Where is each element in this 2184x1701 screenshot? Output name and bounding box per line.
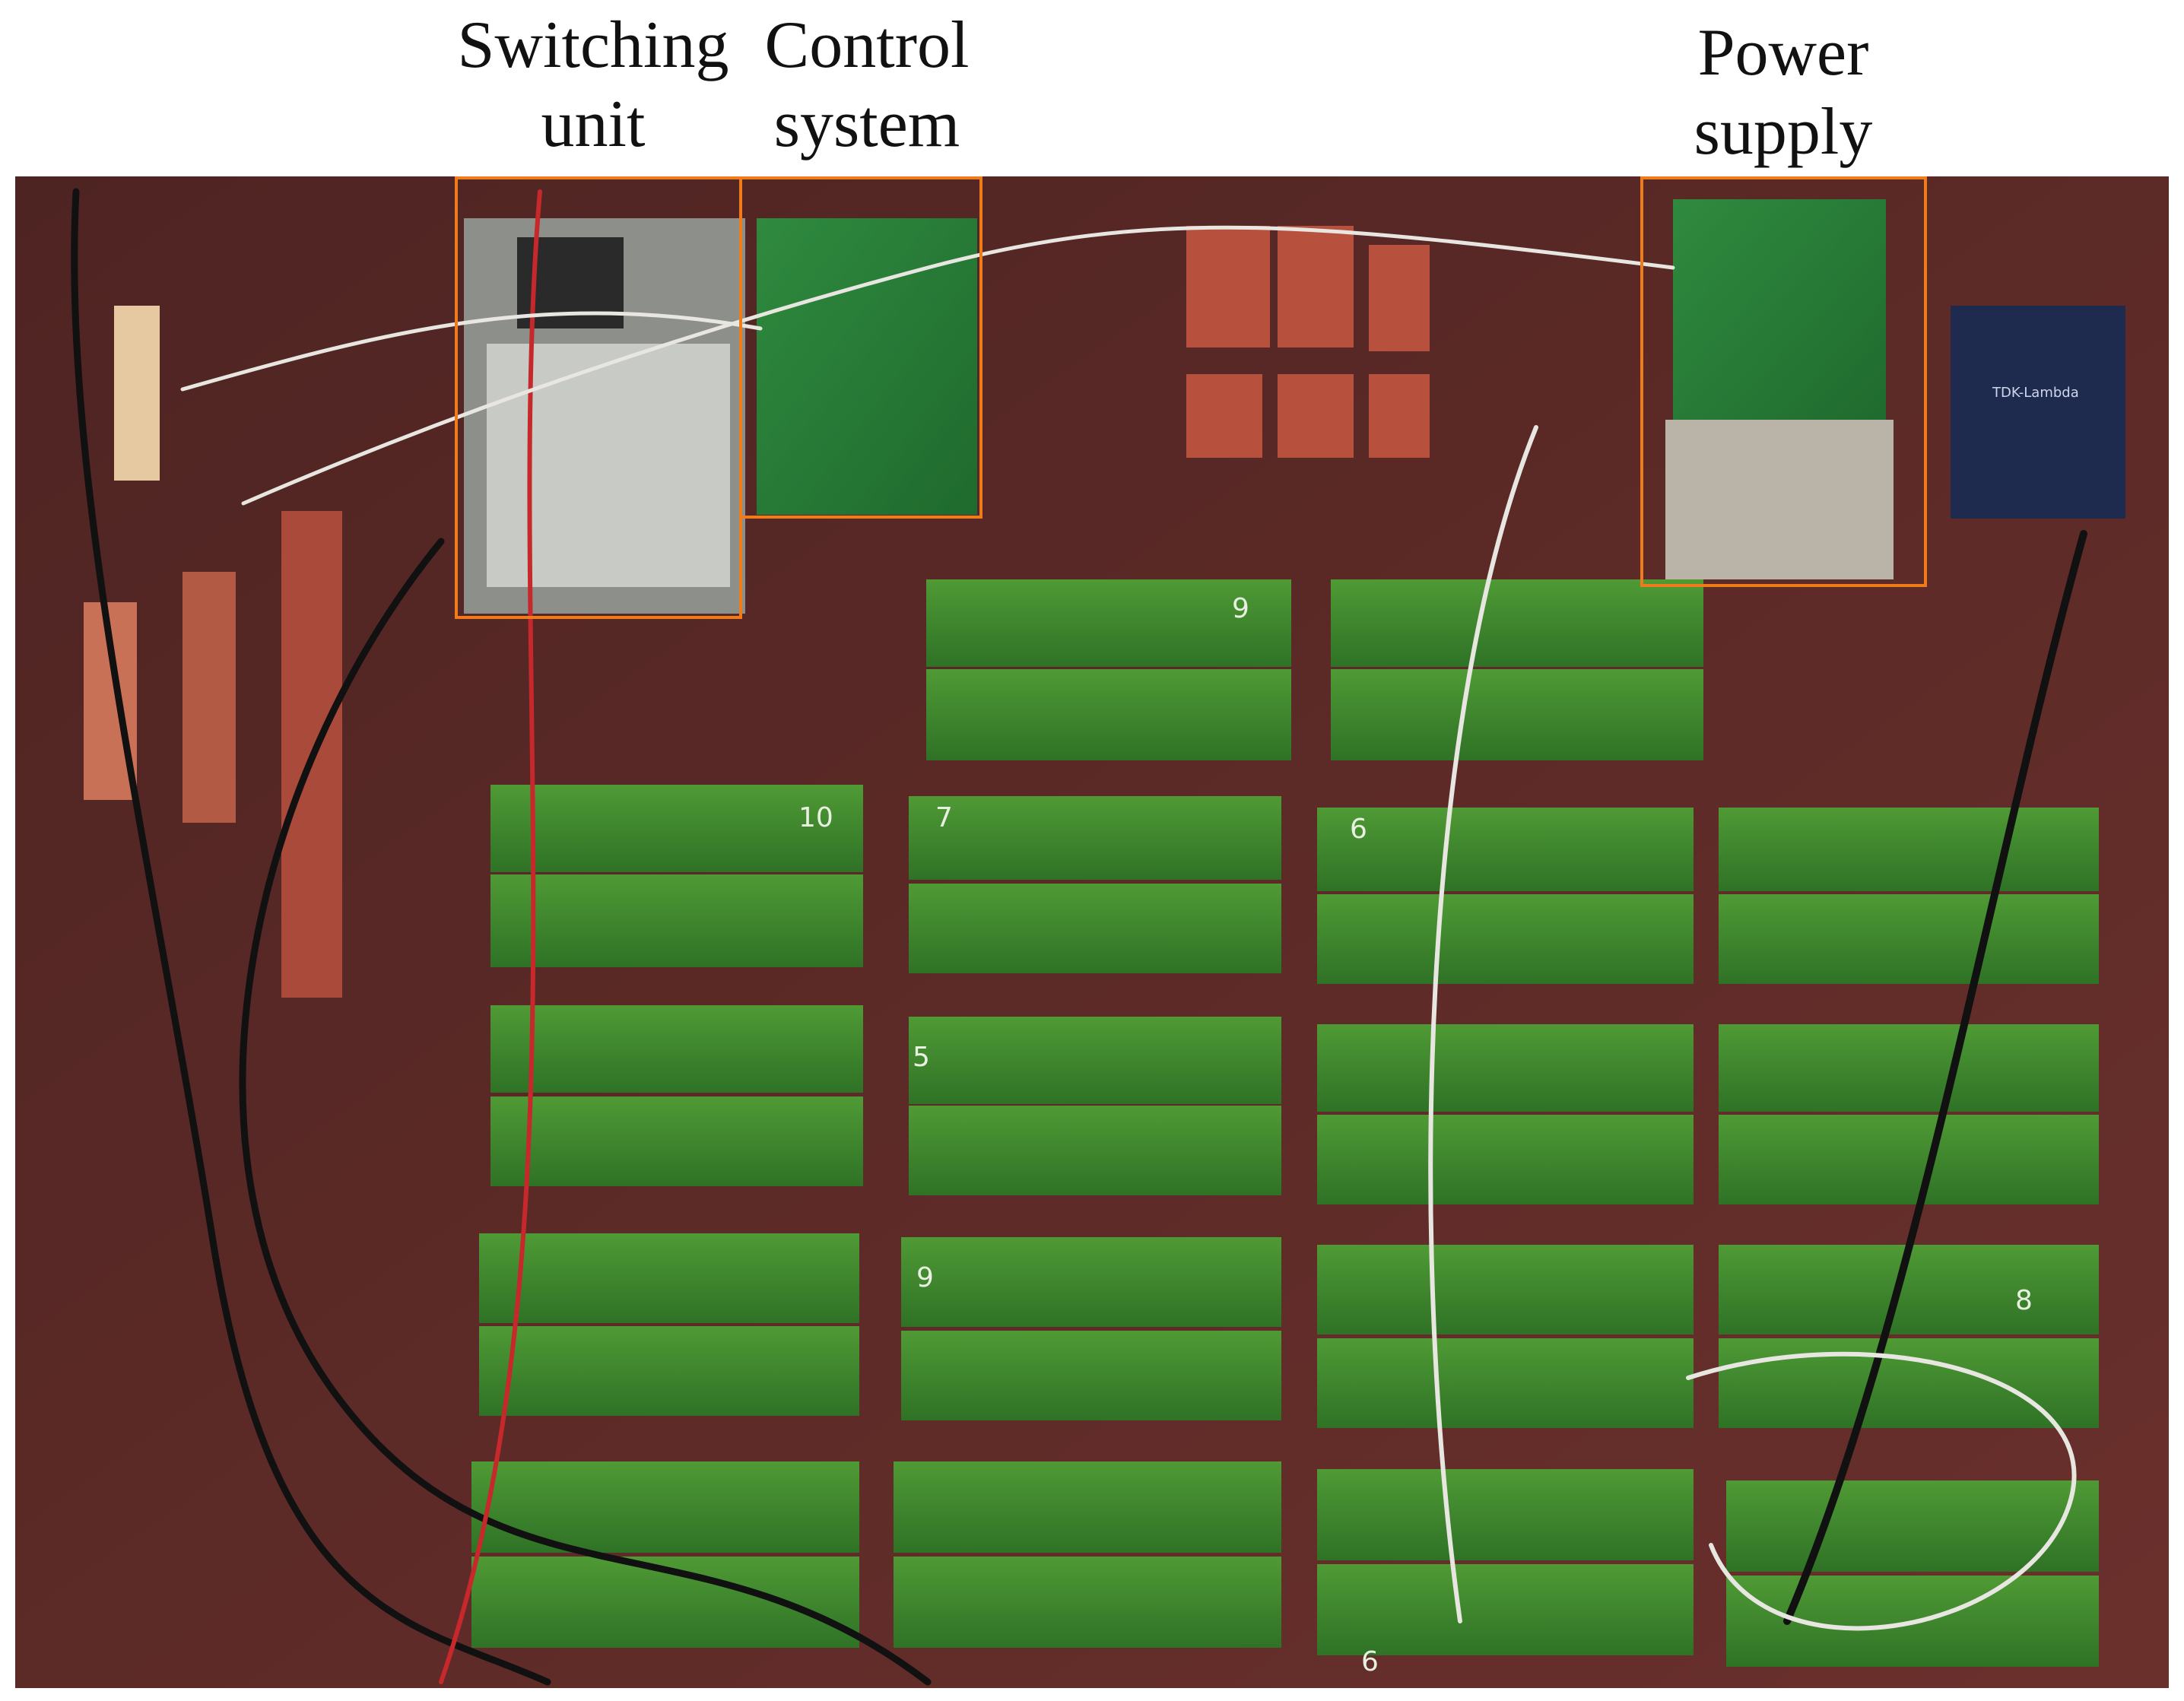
control-system-highlight-box (739, 176, 982, 519)
caption-control-system: Control system (741, 6, 992, 164)
caption-power-supply-line1: Power (1697, 16, 1869, 90)
caption-control-system-line2: system (773, 87, 960, 161)
din-rail-psu (1951, 306, 2125, 519)
power-heatsink (1665, 420, 1894, 579)
resistor-marking-7: 6 (1361, 1646, 1379, 1677)
psu-brand-text: TDK-Lambda (1992, 385, 2079, 401)
resistor-marking-5: 9 (916, 1262, 934, 1293)
caption-switching-unit-line2: unit (541, 87, 646, 161)
hardware-photo-drawing: 10 7 5 6 9 8 6 9 TDK-Lambda (15, 176, 2169, 1688)
resistor-marking-2: 7 (935, 802, 953, 833)
caption-control-system-line1: Control (764, 8, 970, 82)
caption-power-supply: Power supply (1658, 14, 1909, 172)
caption-switching-unit: Switching unit (426, 6, 760, 164)
resistor-marking-3: 5 (913, 1042, 930, 1073)
resistor-markings: 10 7 5 6 9 8 6 9 (798, 593, 2033, 1677)
resistor-marking-6: 8 (2015, 1285, 2033, 1316)
switching-unit-highlight-box (455, 176, 742, 619)
power-supply-highlight-box (1640, 176, 1927, 587)
caption-switching-unit-line1: Switching (457, 8, 729, 82)
resistor-marking-8: 9 (1232, 593, 1249, 624)
power-pcb (1673, 199, 1886, 435)
wiring (71, 188, 2087, 1686)
resistor-marking-1: 10 (798, 802, 833, 833)
hardware-photo: 10 7 5 6 9 8 6 9 TDK-Lambda (15, 176, 2169, 1688)
resistor-marking-4: 6 (1350, 814, 1367, 845)
large-resistor-bank (471, 579, 2099, 1667)
caption-power-supply-line2: supply (1694, 95, 1873, 169)
control-pcb (757, 218, 977, 515)
